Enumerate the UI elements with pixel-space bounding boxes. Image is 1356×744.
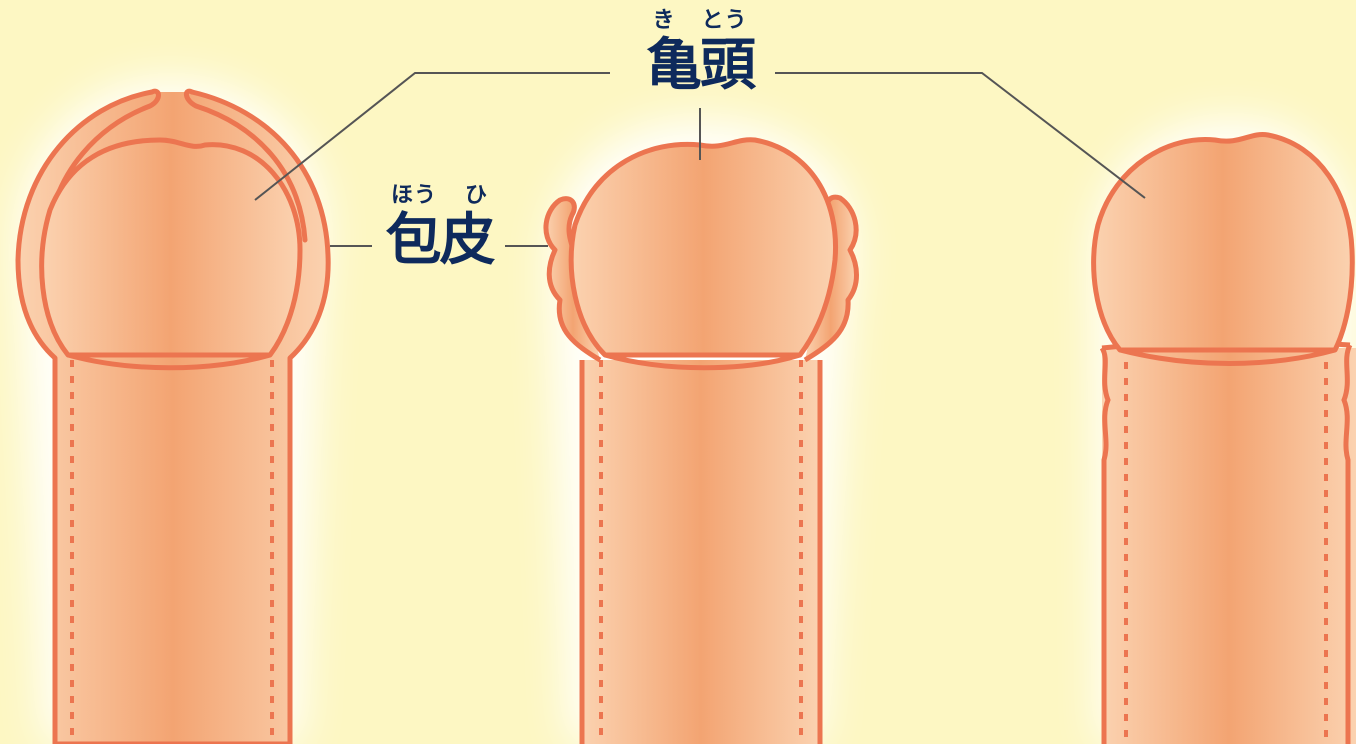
foreskin-tip-right — [184, 88, 308, 243]
shaft-2 — [582, 360, 820, 744]
glans-1 — [39, 137, 303, 358]
figure-partial — [543, 137, 859, 744]
foreskin-ruby-left: ほう — [390, 183, 437, 208]
glans-text: 亀頭 — [646, 33, 756, 98]
glans-2 — [568, 137, 839, 358]
leader-glans-left — [254, 72, 610, 201]
leader-glans-right — [775, 72, 1146, 199]
figure-covered — [15, 88, 331, 744]
glans-ruby-left: き — [652, 8, 676, 33]
glans-label: きとう 亀頭 — [625, 10, 775, 94]
figure-exposed — [1091, 132, 1356, 744]
foreskin-ruby-right: ひ — [465, 183, 489, 208]
glans-3 — [1091, 132, 1355, 353]
glans-ruby: きとう — [625, 10, 775, 32]
foreskin-text: 包皮 — [385, 208, 496, 273]
foreskin-ruby: ほう ひ — [372, 185, 507, 207]
shaft-3 — [1102, 348, 1356, 744]
foreskin-label: ほうひ 包皮 — [372, 185, 507, 269]
leader-lines — [254, 72, 1146, 247]
glans-ruby-right: とう — [701, 8, 748, 33]
